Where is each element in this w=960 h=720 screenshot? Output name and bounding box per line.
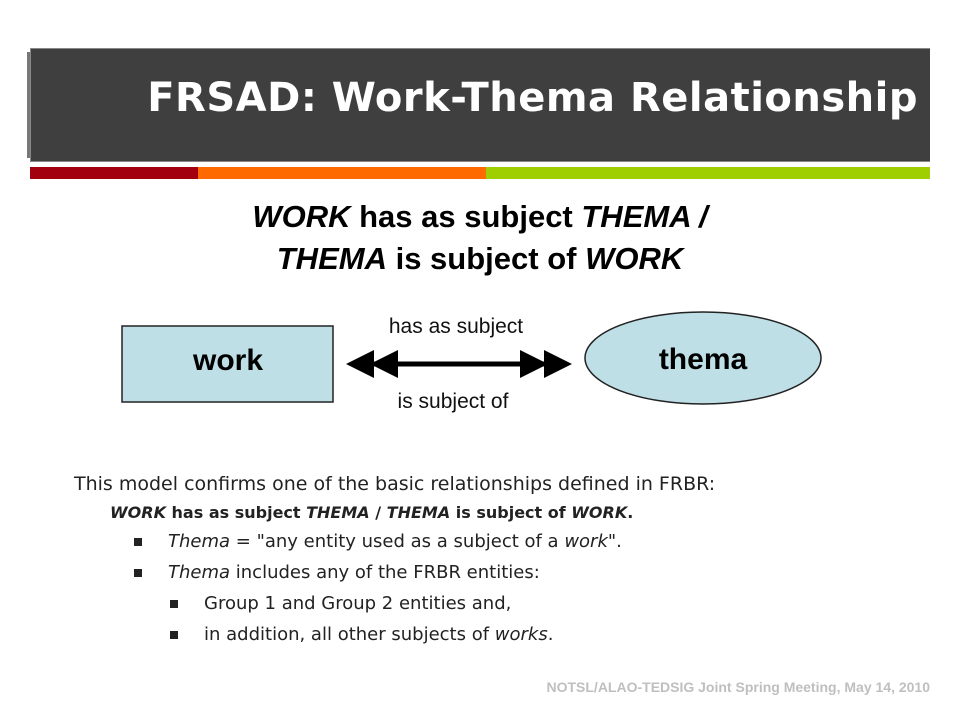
relation-work-2: WORK xyxy=(571,503,628,522)
relation-statement: WORK has as subject THEMA / THEMA is sub… xyxy=(74,500,914,526)
bullet-4-works: works xyxy=(494,624,548,645)
relation-work-1: WORK xyxy=(110,503,166,522)
bullet-4-text: in addition, all other subjects of works… xyxy=(204,619,553,650)
bullet-2-thema: Thema xyxy=(168,562,231,583)
relation-text-1: has as subject xyxy=(165,503,307,522)
bullet-2-rest: includes any of the FRBR entities: xyxy=(230,562,540,583)
relationship-diagram: work thema has as subject is subject of xyxy=(121,311,822,413)
relation-text-2: is subject of xyxy=(450,503,572,522)
square-bullet-icon xyxy=(134,537,142,546)
subtitle-thema-2: THEMA xyxy=(276,241,387,276)
work-box-label: work xyxy=(192,344,263,377)
square-bullet-icon xyxy=(170,630,178,639)
bullet-1-thema: Thema xyxy=(168,531,231,552)
bullet-1-mid: = "any entity used as a subject of a xyxy=(230,531,565,552)
subtitle-text-1: has as subject xyxy=(350,199,582,234)
relation-thema-1: THEMA xyxy=(306,503,370,522)
bullet-2-text: Thema includes any of the FRBR entities: xyxy=(168,557,540,588)
subtitle-thema-1: THEMA / xyxy=(581,199,708,234)
relation-period: . xyxy=(627,503,634,522)
bullet-4-start: in addition, all other subjects of xyxy=(204,624,495,645)
has-as-subject-label: has as subject xyxy=(389,315,523,338)
bullet-1-end: ". xyxy=(607,531,622,552)
accent-bar-green xyxy=(486,167,930,179)
list-item: in addition, all other subjects of works… xyxy=(74,619,914,650)
title-shadow xyxy=(27,52,31,158)
work-box xyxy=(121,325,334,403)
slide-title: FRSAD: Work-Thema Relationship xyxy=(147,75,918,121)
accent-bar-orange xyxy=(198,167,486,179)
double-arrow-icon xyxy=(346,350,572,378)
list-item: Thema includes any of the FRBR entities: xyxy=(74,557,914,588)
title-bar: FRSAD: Work-Thema Relationship xyxy=(30,48,930,162)
square-bullet-icon xyxy=(134,568,142,577)
list-item: Group 1 and Group 2 entities and, xyxy=(74,588,914,619)
bullet-3-text: Group 1 and Group 2 entities and, xyxy=(204,593,512,614)
is-subject-of-label: is subject of xyxy=(398,390,509,413)
subtitle-work-2: WORK xyxy=(585,241,684,276)
relation-slash: / xyxy=(369,503,387,522)
list-item: Thema = "any entity used as a subject of… xyxy=(74,526,914,557)
slide-subtitle: WORK has as subject THEMA / THEMA is sub… xyxy=(0,196,960,280)
square-bullet-icon xyxy=(170,599,178,608)
body-text: This model confirms one of the basic rel… xyxy=(74,468,914,650)
thema-ellipse-label: thema xyxy=(659,343,748,376)
bullet-4-period: . xyxy=(547,624,554,645)
footer-text: NOTSL/ALAO-TEDSIG Joint Spring Meeting, … xyxy=(546,679,930,695)
bullet-1-text: Thema = "any entity used as a subject of… xyxy=(168,526,622,557)
relation-thema-2: THEMA xyxy=(386,503,451,522)
subtitle-line-1: WORK has as subject THEMA / xyxy=(0,196,960,238)
subtitle-line-2: THEMA is subject of WORK xyxy=(0,238,960,280)
bullet-1-work: work xyxy=(564,531,608,552)
intro-text: This model confirms one of the basic rel… xyxy=(74,473,716,495)
thema-ellipse xyxy=(584,311,822,405)
subtitle-text-2: is subject of xyxy=(386,241,586,276)
subtitle-work-1: WORK xyxy=(252,199,351,234)
accent-bar-red xyxy=(30,167,198,179)
